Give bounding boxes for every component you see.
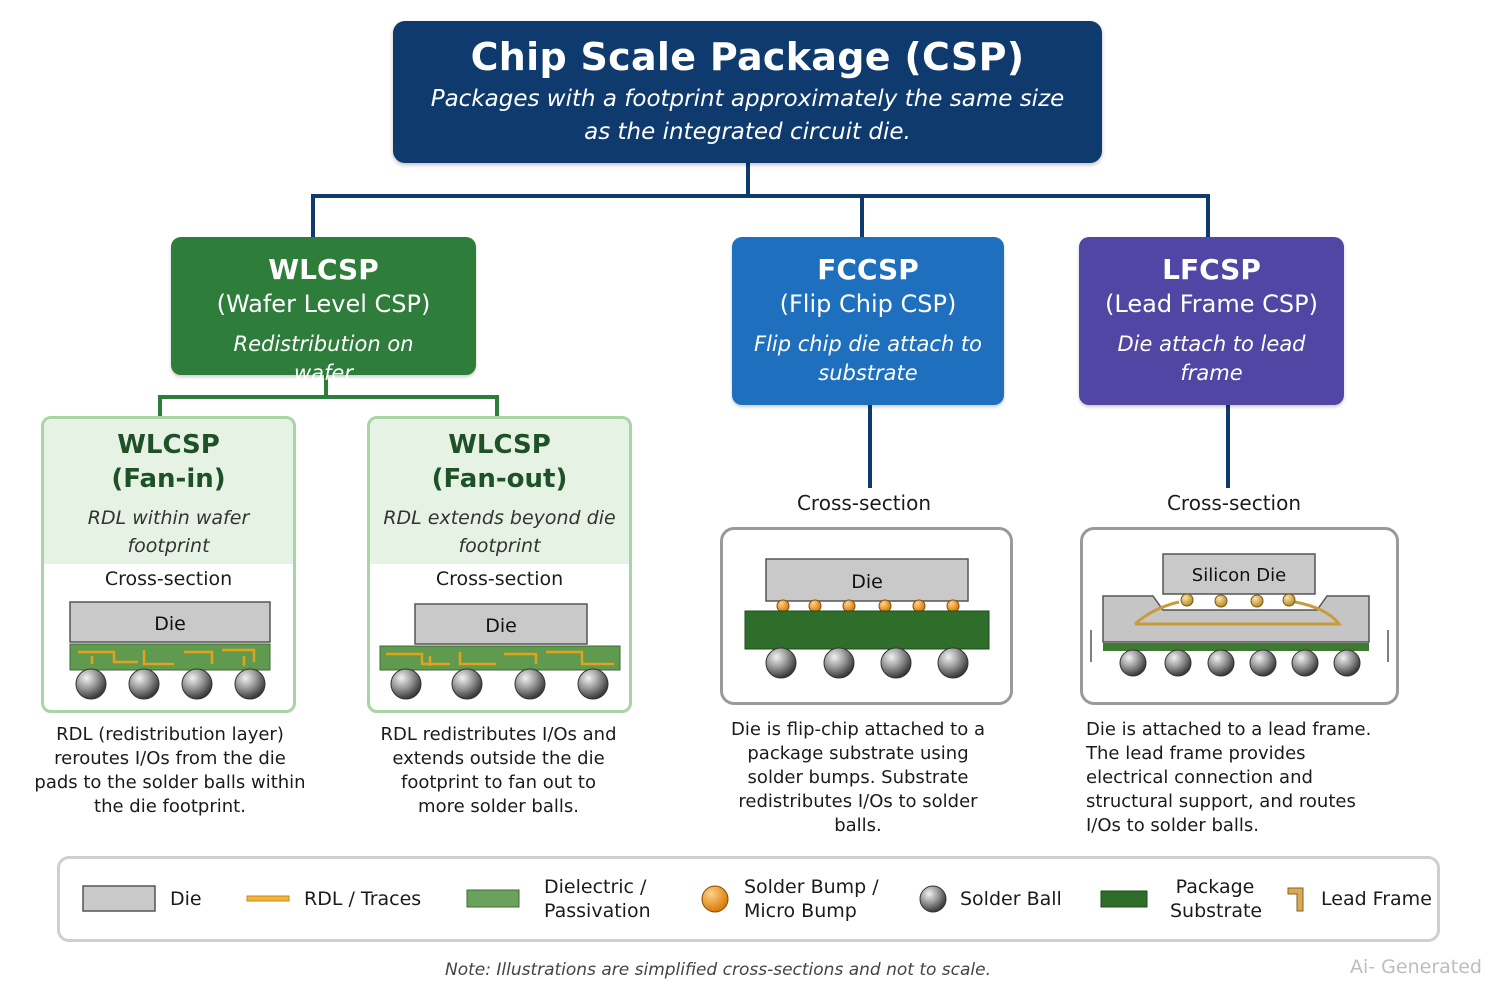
fccsp-cross-section-label: Cross-section: [796, 491, 932, 515]
rdl-layer: [379, 645, 621, 671]
die-swatch-icon: [82, 885, 156, 912]
legend-item-solder-ball: Solder Ball: [918, 859, 1062, 939]
cross-section-label: Cross-section: [104, 568, 233, 590]
sub-wlcsp-fan-out: WLCSP (Fan-out) RDL extends beyond die f…: [367, 416, 632, 713]
lfcsp-cross-section-diagram: Silicon Die: [1090, 553, 1389, 677]
lfcsp-cross-section-box: Silicon Die: [1080, 527, 1399, 705]
rdl-traces: [386, 650, 614, 666]
fccsp-cross-section-diagram: Die: [744, 558, 990, 679]
legend-item-lead-frame: Lead Frame: [1285, 859, 1432, 939]
sub-description: RDL within wafer footprint: [87, 507, 250, 557]
legend-item-substrate: Package Substrate: [1100, 859, 1263, 939]
legend-label: Lead Frame: [1321, 888, 1432, 910]
die-block: [765, 558, 969, 602]
lead-frame: [1134, 600, 1343, 626]
footnote: Note: Illustrations are simplified cross…: [444, 960, 992, 980]
sub-title: WLCSP: [117, 430, 220, 460]
die-label: Die: [485, 615, 517, 637]
solder-bump-icon: [701, 885, 729, 913]
category-description: Flip chip die attach to substrate: [753, 332, 983, 385]
category-title: FCCSP: [817, 253, 919, 286]
solder-balls: [1119, 649, 1361, 677]
category-subtitle: (Lead Frame CSP): [1105, 290, 1318, 318]
dielectric-swatch-icon: [466, 889, 520, 908]
legend-item-solder-bump: Solder Bump / Micro Bump: [700, 859, 879, 939]
legend-label: Dielectric / Passivation: [544, 876, 651, 922]
lfcsp-caption: Die is attached to a lead frame. The lea…: [1086, 719, 1372, 836]
sub-title: WLCSP: [448, 430, 551, 460]
fccsp-caption: Die is flip-chip attached to a package s…: [731, 719, 985, 836]
die-label: Die: [851, 571, 883, 593]
sub-title-variant: (Fan-in): [111, 464, 226, 494]
gold-bumps: [1180, 593, 1296, 608]
silicon-die-block: [1162, 553, 1316, 595]
category-subtitle: (Wafer Level CSP): [216, 290, 431, 318]
die-label: Die: [154, 613, 186, 635]
lfcsp-cross-section-label: Cross-section: [1166, 491, 1302, 515]
legend-label: Package Substrate: [1170, 876, 1263, 922]
substrate-swatch-icon: [1100, 890, 1148, 908]
lead-frame-icon: [1287, 887, 1304, 912]
sub-description: RDL extends beyond die footprint: [383, 507, 616, 557]
legend: Die RDL / Traces Dielectric / Passivatio…: [57, 856, 1440, 942]
solder-balls: [75, 668, 266, 700]
legend-label: Solder Bump / Micro Bump: [744, 876, 879, 922]
category-lfcsp: LFCSP (Lead Frame CSP) Die attach to lea…: [1079, 237, 1344, 405]
legend-item-dielectric: Dielectric / Passivation: [466, 859, 654, 939]
fan-in-cross-section-diagram: Die: [69, 601, 271, 700]
rdl-traces: [78, 648, 256, 666]
fccsp-cross-section-box: Die: [720, 527, 1013, 705]
sub-wlcsp-fan-in: WLCSP (Fan-in) RDL within wafer footprin…: [41, 416, 296, 713]
category-title: WLCSP: [268, 253, 379, 286]
legend-item-die: Die: [82, 859, 202, 939]
die-block: [414, 603, 588, 645]
category-fccsp: FCCSP (Flip Chip CSP) Flip chip die atta…: [732, 237, 1004, 405]
legend-item-rdl: RDL / Traces: [246, 859, 421, 939]
solder-ball-icon: [919, 885, 947, 913]
root-node-csp: Chip Scale Package (CSP) Packages with a…: [393, 21, 1102, 163]
category-description: Die attach to lead frame: [1117, 332, 1306, 385]
mold-body: [1102, 595, 1370, 643]
substrate-strip: [1103, 643, 1369, 651]
rdl-layer: [69, 643, 271, 671]
solder-bumps: [776, 599, 960, 613]
rdl-trace-icon: [246, 895, 290, 902]
sub-title-variant: (Fan-out): [431, 464, 568, 494]
category-subtitle: (Flip Chip CSP): [779, 290, 957, 318]
category-wlcsp: WLCSP (Wafer Level CSP) Redistribution o…: [171, 237, 476, 385]
category-title: LFCSP: [1162, 253, 1261, 286]
legend-label: Solder Ball: [960, 888, 1062, 910]
legend-label: RDL / Traces: [304, 888, 422, 910]
fan-out-caption: RDL redistributes I/Os and extends outsi…: [380, 724, 617, 817]
solder-balls: [390, 668, 609, 700]
fan-in-caption: RDL (redistribution layer) reroutes I/Os…: [34, 724, 306, 817]
fan-out-cross-section-diagram: Die: [379, 603, 621, 700]
package-substrate: [744, 610, 990, 650]
die-block: [69, 601, 271, 643]
legend-label: Die: [170, 888, 202, 910]
root-subtitle: Packages with a footprint approximately …: [430, 86, 1065, 145]
solder-balls: [765, 647, 969, 679]
cross-section-label: Cross-section: [435, 568, 564, 590]
root-title: Chip Scale Package (CSP): [470, 35, 1025, 79]
watermark: Ai- Generated: [1350, 956, 1482, 978]
category-description: Redistribution on wafer: [233, 332, 414, 385]
die-label: Silicon Die: [1192, 565, 1286, 586]
